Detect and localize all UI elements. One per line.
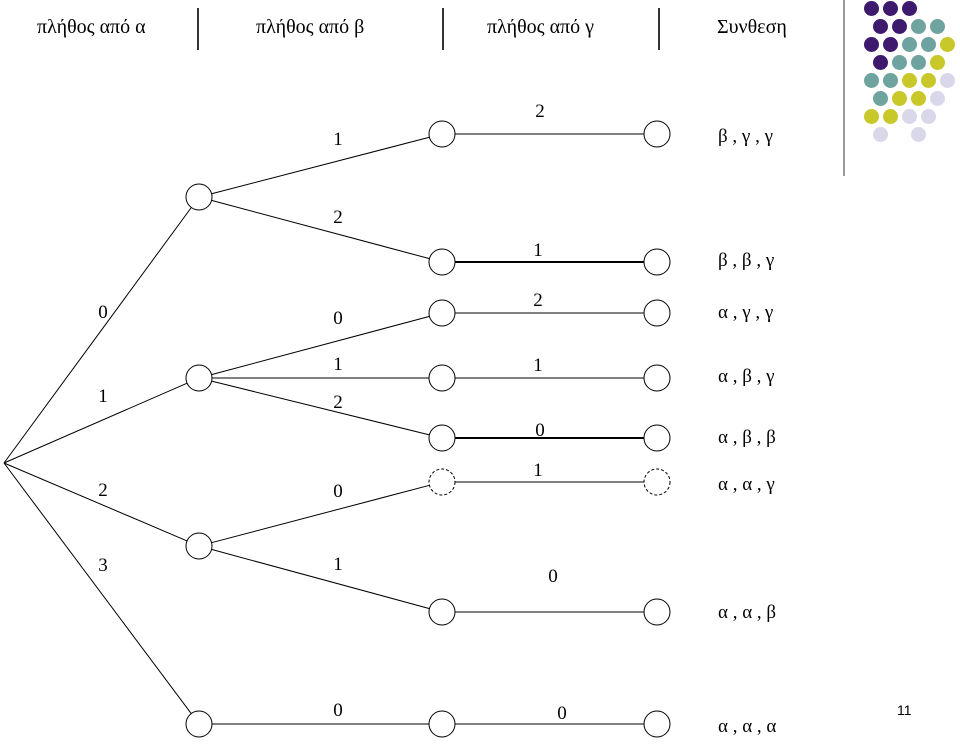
tree-node	[428, 248, 456, 276]
decorative-dot	[892, 19, 907, 34]
edge-beta	[211, 199, 430, 260]
decorative-dot	[930, 91, 945, 106]
leaf-node	[643, 710, 671, 738]
decorative-dot	[921, 37, 936, 52]
decorative-dot	[892, 55, 907, 70]
decorative-dot	[930, 19, 945, 34]
composition-label: α , α , γ	[718, 474, 775, 495]
header-separator	[658, 8, 660, 50]
decorative-dot	[864, 37, 879, 52]
tree-node	[428, 120, 456, 148]
decorative-dot	[883, 73, 898, 88]
edge-label-gamma: 1	[533, 240, 543, 261]
edge-label-beta: 2	[333, 207, 343, 228]
edge-alpha	[3, 382, 188, 464]
leaf-node	[643, 120, 671, 148]
tree-node	[428, 598, 456, 626]
edge-label-gamma: 1	[533, 355, 543, 376]
decorative-dot	[902, 37, 917, 52]
decorative-dot	[883, 1, 898, 16]
tree-node	[428, 710, 456, 738]
decorative-dot	[911, 127, 926, 142]
decorative-dot	[873, 91, 888, 106]
edge-label-beta: 0	[333, 308, 343, 329]
decorative-dot	[883, 37, 898, 52]
tree-node	[185, 364, 213, 392]
header-count-alpha: πλήθος από α	[37, 16, 146, 38]
decorative-dot	[864, 1, 879, 16]
decorative-dot	[930, 55, 945, 70]
header-separator	[197, 8, 199, 50]
tree-node	[428, 364, 456, 392]
edge-label-alpha: 1	[98, 386, 108, 407]
composition-label: α , α , α	[718, 716, 776, 737]
leaf-node	[643, 468, 671, 496]
decorative-dot	[892, 91, 907, 106]
leaf-node	[643, 364, 671, 392]
decorative-dot	[911, 91, 926, 106]
decorative-dot	[864, 73, 879, 88]
decorative-dot	[902, 73, 917, 88]
decorative-dot	[911, 55, 926, 70]
tree-node	[428, 468, 456, 496]
decorative-dot	[921, 73, 936, 88]
edge-label-gamma: 0	[548, 566, 558, 587]
edge-beta	[211, 484, 430, 544]
composition-label: β , β , γ	[718, 250, 774, 271]
composition-label: α , β , β	[718, 427, 776, 448]
decorative-dot	[902, 1, 917, 16]
decorative-dot	[940, 73, 955, 88]
composition-label: β , γ , γ	[718, 126, 773, 147]
edge-label-gamma: 0	[557, 703, 567, 724]
decorative-dot	[873, 55, 888, 70]
tree-node	[428, 424, 456, 452]
edge-beta	[211, 315, 430, 376]
leaf-node	[643, 424, 671, 452]
edge-label-beta: 1	[333, 354, 343, 375]
edge-label-beta: 1	[333, 129, 343, 150]
header-count-beta: πλήθος από β	[256, 16, 365, 38]
tree-node	[428, 299, 456, 327]
edge-label-beta: 0	[333, 481, 343, 502]
leaf-node	[643, 248, 671, 276]
composition-label: α , γ , γ	[718, 302, 773, 323]
tree-node	[185, 183, 213, 211]
edge-label-gamma: 1	[533, 460, 543, 481]
edge-label-gamma: 0	[535, 420, 545, 441]
edge-label-gamma: 2	[533, 290, 543, 311]
tree-node	[185, 532, 213, 560]
decorative-dot	[873, 19, 888, 34]
leaf-node	[643, 299, 671, 327]
edge-beta	[211, 380, 430, 436]
composition-label: α , α , β	[718, 602, 776, 623]
decorative-dot	[883, 109, 898, 124]
decorative-dot	[873, 127, 888, 142]
header-separator	[442, 8, 444, 50]
decorative-dot	[940, 37, 955, 52]
edge-alpha	[3, 462, 192, 714]
edge-label-alpha: 0	[98, 302, 108, 323]
header-count-gamma: πλήθος από γ	[487, 16, 594, 38]
decorative-dot	[911, 19, 926, 34]
decorative-dot	[864, 109, 879, 124]
tree-node	[185, 710, 213, 738]
composition-label: α , β , γ	[718, 366, 775, 387]
edge-label-beta: 1	[333, 554, 343, 575]
edge-label-gamma: 2	[535, 101, 545, 122]
header-composition: Συνθεση	[717, 16, 787, 38]
edge-label-alpha: 3	[98, 555, 108, 576]
edge-label-beta: 2	[333, 392, 343, 413]
edge-alpha	[3, 462, 188, 542]
edge-beta	[211, 548, 430, 610]
edge-beta	[211, 136, 430, 195]
decorative-dot	[921, 109, 936, 124]
edge-label-alpha: 2	[98, 480, 108, 501]
leaf-node	[643, 598, 671, 626]
edge-alpha	[3, 207, 192, 464]
page-number: 11	[897, 702, 912, 718]
decorative-vertical-line	[843, 0, 845, 176]
edge-label-beta: 0	[333, 700, 343, 721]
decorative-dot	[902, 109, 917, 124]
